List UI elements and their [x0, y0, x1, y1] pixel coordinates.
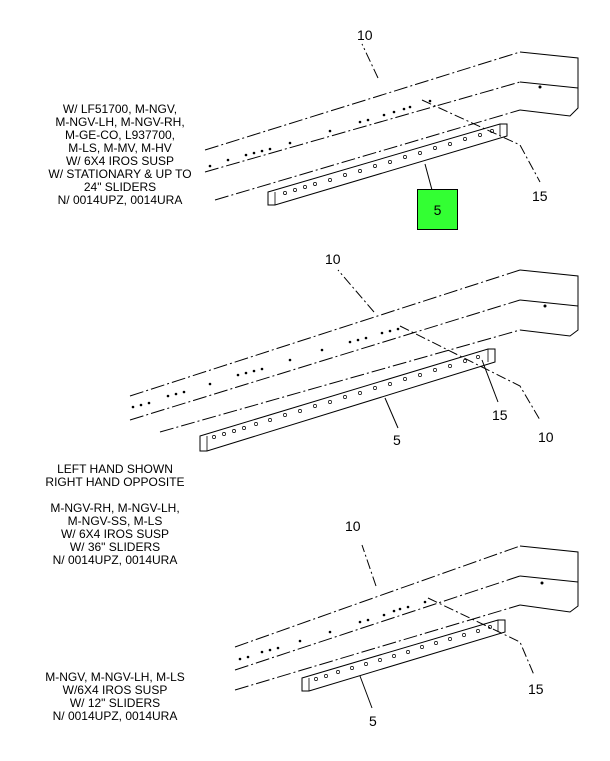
callout-frame: 10 — [357, 27, 373, 43]
view-2-applicability-note: LEFT HAND SHOWN RIGHT HAND OPPOSITE M-NG… — [45, 462, 185, 567]
callout-frame-end: 10 — [538, 429, 554, 445]
leader-bracket — [481, 359, 499, 403]
callout-rail: 5 — [369, 713, 377, 729]
view-3-applicability-note: M-NGV, M-NGV-LH, M-LS W/6X4 IROS SUSP W/… — [45, 670, 185, 723]
callout-bracket: 15 — [492, 407, 508, 423]
view-3-assembly: 10 15 5 — [234, 518, 579, 729]
view-1-applicability-note: W/ LF51700, M-NGV, M-NGV-LH, M-NGV-RH, M… — [48, 102, 192, 207]
frame-holes — [208, 99, 432, 168]
leader-frame — [361, 43, 379, 79]
leader-frame-end — [399, 325, 541, 421]
view-2-assembly: 10 15 5 10 — [129, 251, 579, 452]
leader-rail — [424, 163, 433, 191]
callout-bracket: 15 — [528, 681, 544, 697]
callout-frame: 10 — [325, 251, 341, 267]
frame-rail-outline — [204, 51, 579, 201]
highlighted-callout-rail[interactable]: 5 — [417, 189, 458, 230]
leader-frame — [337, 269, 375, 313]
leader-rail — [359, 675, 373, 709]
callout-frame: 10 — [345, 518, 361, 534]
callout-bracket: 15 — [532, 188, 548, 204]
leader-bracket — [421, 99, 541, 183]
callout-rail: 5 — [393, 432, 401, 448]
slider-rail-part-5 — [267, 123, 508, 206]
leader-frame — [361, 544, 377, 587]
slider-rail-part-5 — [199, 348, 496, 452]
frame-rail-outline — [234, 545, 579, 691]
frame-rail-outline — [129, 269, 579, 433]
view-1-assembly: 10 15 — [204, 27, 579, 206]
frame-holes — [131, 327, 400, 409]
frame-holes — [238, 600, 427, 661]
slider-rail-part-5 — [301, 619, 506, 692]
highlighted-callout-label: 5 — [433, 201, 442, 218]
leader-rail — [384, 397, 399, 429]
